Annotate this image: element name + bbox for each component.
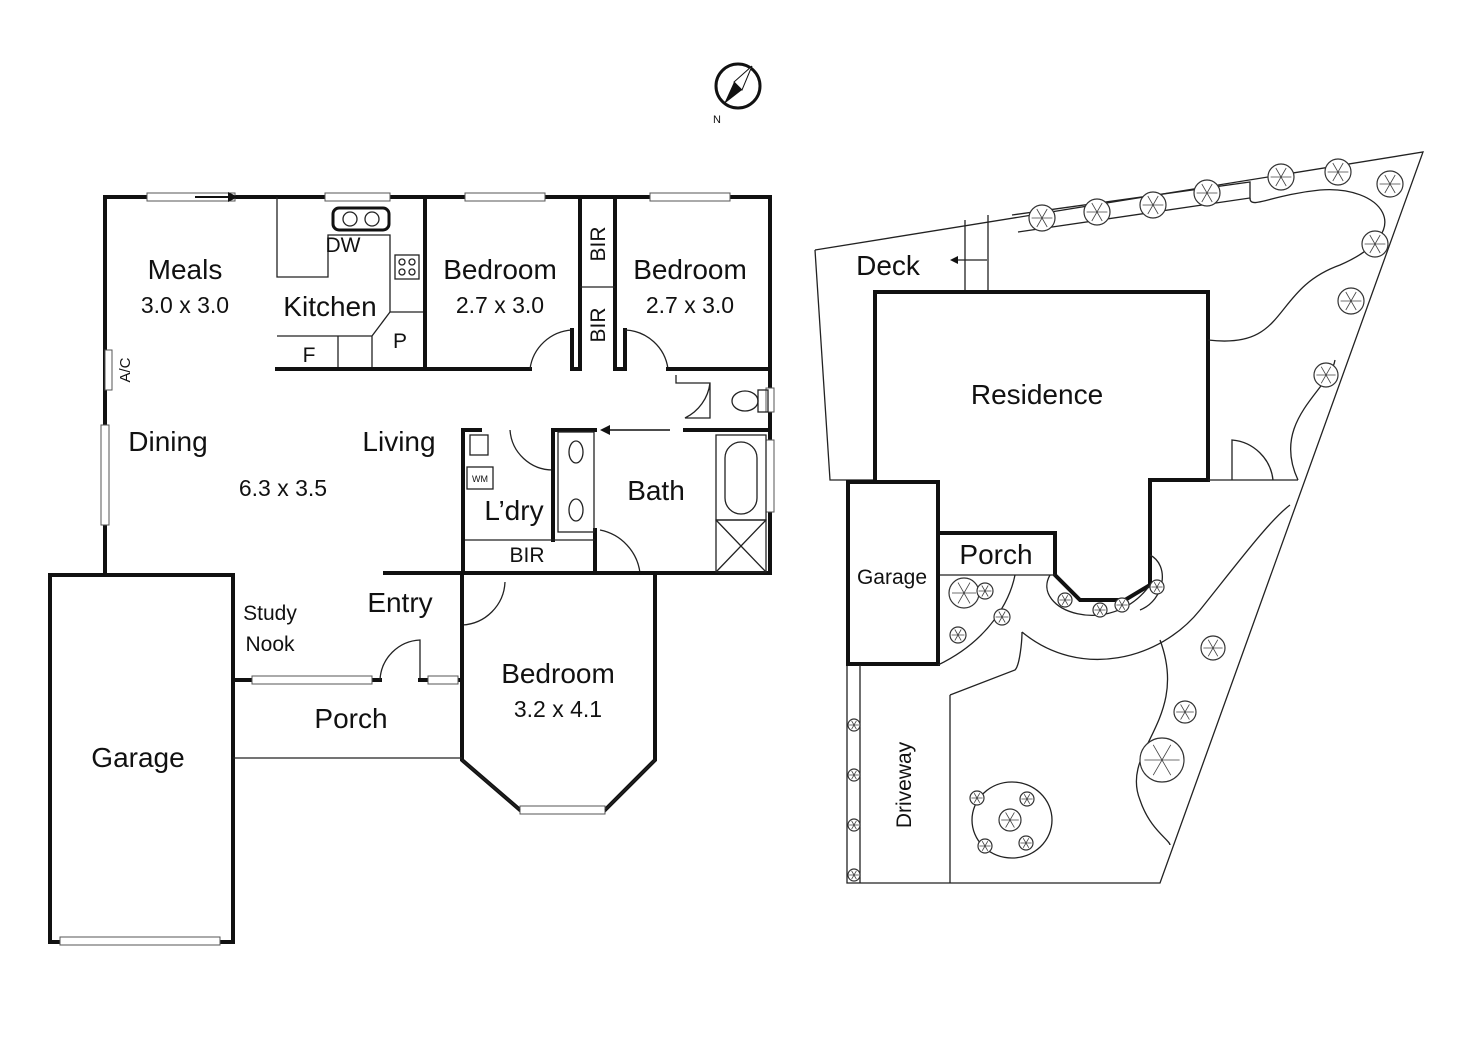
tree-branches (995, 611, 1009, 623)
tree-branches (1031, 208, 1053, 228)
tree-branches (1176, 704, 1194, 720)
dining-label: Dining (128, 426, 207, 457)
study-label-2: Nook (245, 633, 295, 656)
porch-label: Porch (314, 703, 387, 734)
tree-branches (1364, 234, 1386, 254)
bedroom1-size: 2.7 x 3.0 (456, 292, 544, 318)
bedroom3-size: 3.2 x 4.1 (514, 696, 602, 722)
tree-branches (849, 770, 859, 780)
tree-branches (1196, 183, 1218, 203)
bir3-label: BIR (509, 544, 544, 567)
tree-branches (1144, 744, 1180, 776)
entry-label: Entry (367, 587, 432, 618)
deck-label: Deck (856, 250, 921, 281)
tree-branches (979, 840, 991, 852)
tree-branches (1086, 202, 1108, 222)
tree-branches (971, 792, 983, 804)
tree-branches (849, 720, 859, 730)
tree-branches (978, 585, 992, 597)
north-compass-icon: N (713, 62, 762, 126)
living-size: 6.3 x 3.5 (239, 475, 327, 501)
bath-label: Bath (627, 475, 685, 506)
bedroom2-label: Bedroom (633, 254, 747, 285)
kitchen-label: Kitchen (283, 291, 376, 322)
tree-branches (1340, 291, 1362, 311)
north-label: N (713, 114, 721, 126)
site-porch-label: Porch (959, 539, 1032, 570)
tree-branches (952, 582, 976, 604)
tree-branches (951, 629, 965, 641)
tree-branches (1020, 837, 1032, 849)
living-label: Living (362, 426, 435, 457)
bedroom2-size: 2.7 x 3.0 (646, 292, 734, 318)
tree-branches (1021, 793, 1033, 805)
tree-icons (847, 158, 1404, 882)
tree-branches (1316, 366, 1336, 384)
bedroom1-label: Bedroom (443, 254, 557, 285)
tree-branches (1327, 162, 1349, 182)
wm-label: WM (472, 474, 488, 484)
ac-label: A/C (117, 357, 134, 382)
tree-branches (1270, 167, 1292, 187)
tree-branches (1203, 639, 1223, 657)
meals-size: 3.0 x 3.0 (141, 292, 229, 318)
driveway-label: Driveway (893, 741, 916, 828)
tree-branches (1379, 174, 1401, 194)
residence-label: Residence (971, 379, 1103, 410)
meals-label: Meals (148, 254, 223, 285)
laundry-label: L’dry (484, 495, 543, 526)
garage-label: Garage (91, 742, 184, 773)
pantry-label: P (393, 330, 407, 353)
floor-plan: Meals 3.0 x 3.0 DW Kitchen F P Bedroom 2… (48, 192, 775, 946)
tree-branches (849, 820, 859, 830)
tree-branches (1001, 812, 1019, 828)
bedroom3-label: Bedroom (501, 658, 615, 689)
tree-branches (1094, 604, 1106, 616)
site-plan: Deck Residence Garage Porch Driveway (814, 151, 1424, 884)
tree-branches (1116, 599, 1128, 611)
fridge-label: F (303, 344, 316, 367)
bir2-label: BIR (587, 307, 610, 342)
tree-branches (1059, 594, 1071, 606)
site-garage-label: Garage (857, 566, 927, 589)
dw-label: DW (326, 234, 361, 257)
tree-branches (1151, 581, 1163, 593)
tree-branches (849, 870, 859, 880)
bir1-label: BIR (587, 226, 610, 261)
study-label-1: Study (243, 602, 297, 625)
tree-branches (1142, 195, 1164, 215)
